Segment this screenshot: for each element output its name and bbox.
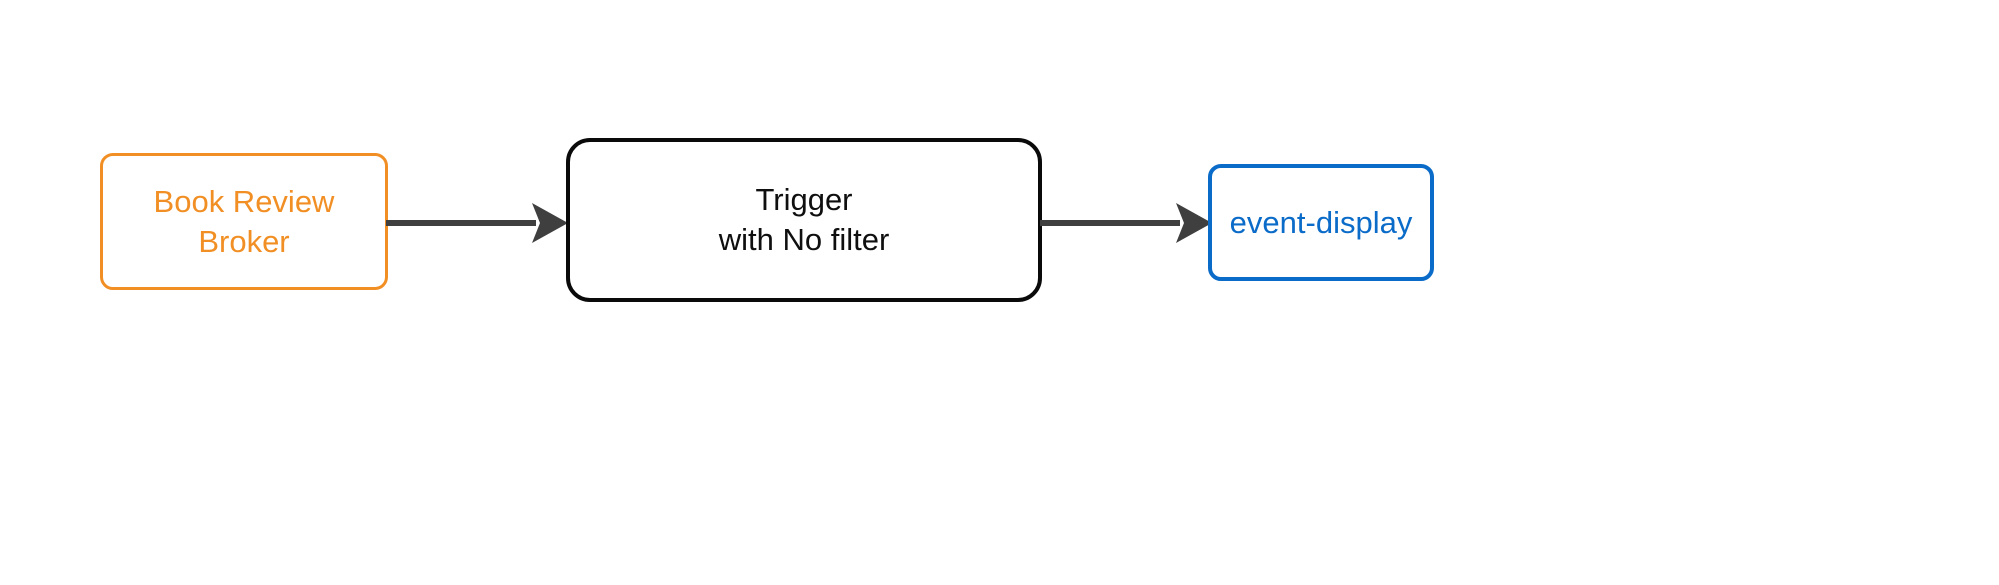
node-event-display[interactable]: event-display [1208,164,1434,281]
arrowhead-icon [532,203,568,243]
node-event-display-label: event-display [1229,204,1413,240]
node-book-review-broker-label: Book Review Broker [153,183,335,259]
node-trigger-with-no-filter-label: Trigger with No filter [718,182,890,257]
node-trigger-with-no-filter[interactable]: Trigger with No filter [566,138,1042,302]
arrowhead-icon [1176,203,1212,243]
edge-broker-to-trigger [386,203,568,243]
node-book-review-broker[interactable]: Book Review Broker [100,153,388,290]
edge-trigger-to-event-display [1040,203,1212,243]
